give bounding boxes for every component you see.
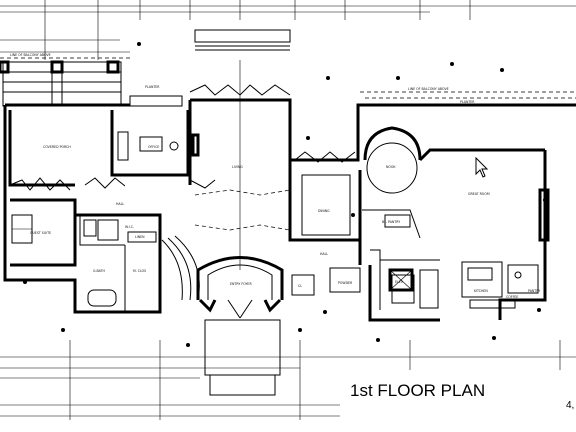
office [110, 110, 190, 177]
guest-bath-closets [75, 213, 162, 312]
room-label-pantry: PANTRY [528, 289, 540, 293]
room-label-powder: POWDER [338, 281, 353, 285]
room-label-living: LIVING [232, 165, 243, 169]
room-label-planter: PLANTER [145, 85, 160, 89]
room-label-office: OFFICE [148, 145, 159, 149]
top-dimension-lines [0, 0, 576, 60]
living-room [191, 60, 291, 270]
room-label-coffee: COFFEE [506, 295, 518, 299]
room-label-great-room: GREAT ROOM [468, 192, 490, 196]
room-label-butlers-pantry: BL. PANTRY [382, 220, 400, 224]
room-label-planter-right: PLANTER [460, 100, 475, 104]
covered-porch [0, 60, 122, 187]
planter [129, 29, 576, 107]
stair-entry-foyer [161, 235, 284, 396]
powder-elevator [291, 267, 414, 296]
room-label-dining: DINING [318, 209, 330, 213]
balcony-lines [0, 57, 576, 93]
room-label-linen: LINEN [135, 235, 145, 239]
room-label-wic: W.I.C. [125, 225, 134, 229]
room-label-hall-left: HALL [116, 202, 124, 206]
room-label-hall-center: HALL [320, 252, 328, 256]
room-label-entry-foyer: ENTRY FOYER [230, 282, 252, 286]
sheet-number: 4, [566, 400, 574, 411]
mouse-cursor-icon [475, 156, 489, 178]
bottom-dimension-lines [0, 340, 576, 420]
room-label-guest-suite: GUEST SUITE [30, 231, 51, 235]
nook-great-room [362, 126, 550, 242]
room-label-kitchen: KITCHEN [474, 289, 488, 293]
room-labels: COVERED PORCH OFFICE PLANTER PLANTER LIV… [10, 53, 540, 299]
room-label-g-bath: G.BATH [93, 269, 106, 273]
dining-room [288, 170, 362, 242]
plan-title: 1st FLOOR PLAN [350, 381, 485, 400]
room-label-covered-porch: COVERED PORCH [43, 145, 71, 149]
guest-suite [10, 198, 77, 267]
note-balcony-right: LINE OF BALCONY ABOVE [408, 87, 449, 91]
room-label-nook: NOOK [386, 165, 396, 169]
note-balcony-left: LINE OF BALCONY ABOVE [10, 53, 51, 57]
room-label-elev: ELEV [395, 280, 404, 284]
room-label-m-clos: M. CLOS [133, 269, 146, 273]
room-label-closet: CL [298, 284, 302, 288]
